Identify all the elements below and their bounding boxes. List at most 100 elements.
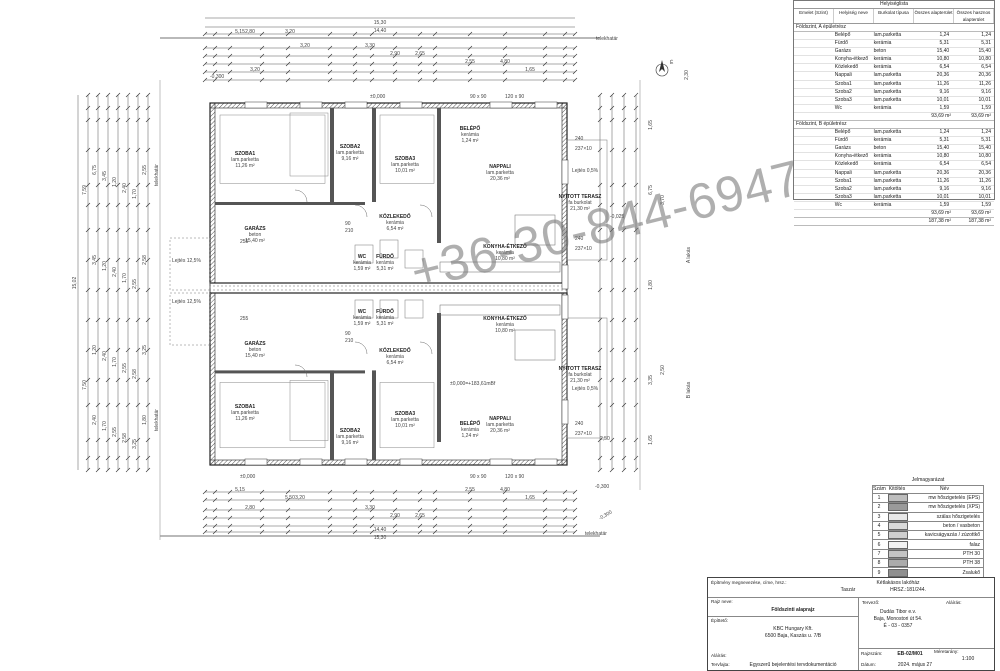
room-floor: kerámia [353,260,371,266]
room-table-cell: Belépő [834,129,851,136]
dimension-label: 3,45 [92,255,98,265]
room-table-cell: kerámia [873,137,892,144]
window [344,101,368,109]
legend-swatch [888,494,908,503]
room-area: 5,31 m² [377,266,394,272]
room-floor: kerámia [376,260,394,266]
room-table-cell: 20,36 [978,169,991,176]
dimension-tick [502,515,508,521]
tb-designer-address: Baja, Monostori út 54. [873,616,923,622]
interior-wall [215,202,365,205]
dimension-label: 2,80 [245,505,255,511]
dimension-label: 2,55 [132,279,138,289]
tb-project-place: Taszár [840,587,856,593]
dimension-label: 2,40 [112,267,118,277]
room-area: 21,30 m² [570,378,590,384]
dimension-tick [467,31,473,37]
dimension-tick [572,61,578,67]
room-table-cell: Belépő [834,32,851,38]
dimension-tick [259,69,265,75]
dimension-tick [202,529,208,535]
tb-sheet-no: EB-02/M01 [897,651,923,657]
dimension-tick [135,202,141,208]
room-table-cell: 1,24 [939,129,950,136]
room-area: 10,80 m² [495,328,515,334]
window [489,101,513,109]
room-table-section-b: Földszint, B épületrész [794,121,994,130]
room-floor: kerámia [376,315,394,321]
room-table-cell: 20,36 [978,72,991,79]
terrace-outline [566,317,608,439]
dimension-tick [369,523,375,529]
room-table-cell: 6,54 [981,161,991,168]
dimension-label: 2,50 [660,365,666,375]
dimension-tick [327,61,333,67]
dimension-tick [327,53,333,59]
tb-drawing-label: Rajz neve: [711,599,733,604]
bathroom-fixture [354,244,374,264]
dimension-tick [145,105,151,111]
room-table-header-cell: Burkolat típusa [874,9,914,23]
room-area: 20,36 m² [490,176,510,182]
window-code: 90 x 90 [470,474,487,480]
dimension-tick [542,53,548,59]
dimension-tick [597,402,603,408]
room-table-cell: beton [873,48,887,55]
legend-swatch [888,568,908,577]
dimension-tick [85,317,91,323]
legend-name: mw hőszigetelés (XPS) [928,504,980,511]
dimension-tick [227,523,233,529]
tb-designer-sign-label: Aláírás: [946,600,962,605]
dimension-tick [145,455,151,461]
dimension-tick [95,257,101,263]
dimension-tick [212,515,218,521]
dimension-tick [105,182,111,188]
room-area: 6,54 m² [387,360,404,366]
dimension-tick [125,437,131,443]
dimension-tick [259,53,265,59]
room-area: 10,01 m² [395,168,415,174]
room-table-cell: 10,80 [936,153,950,160]
door-size: 210 [345,338,354,344]
dimension-tick [432,31,438,37]
dimension-tick [115,92,121,98]
dimension-tick [502,507,508,513]
dimension-tick [609,455,615,461]
dimension-tick [135,467,141,473]
dimension-tick [85,437,91,443]
slope-label: Lejtés 12,5% [172,258,201,264]
dining-table [514,329,556,361]
room-table-cell: lam.parketta [873,185,902,192]
dimension-tick [369,515,375,521]
dimension-tick [327,529,333,535]
room-name: GARÁZS [244,225,266,232]
window-code: 90 x 90 [470,94,487,100]
garage-driveway [169,237,211,291]
dimension-tick [202,53,208,59]
dimension-tick [285,77,291,83]
room-table-cell: Szoba3 [834,96,852,103]
dimension-tick [115,202,121,208]
dimension-tick [285,61,291,67]
dimension-label: 3,25 [142,345,148,355]
dimension-tick [327,45,333,51]
level-marker: -0,025 [610,214,624,220]
dimension-tick [105,317,111,323]
dimension-tick [417,507,423,513]
dimension-tick [417,497,423,503]
tb-date-label: Dátum: [861,662,876,667]
dimension-tick [621,117,627,123]
dimension-label: 1,20 [112,177,118,187]
sum-cell: 93,69 m² [971,112,991,119]
dimension-tick [417,77,423,83]
room-table-cell: 10,01 [936,193,950,200]
dimension-tick [85,377,91,383]
plot-boundary-label: telekhatár [596,36,618,42]
legend-number: 1 [877,495,881,502]
window [299,101,323,109]
dimension-tick [105,437,111,443]
